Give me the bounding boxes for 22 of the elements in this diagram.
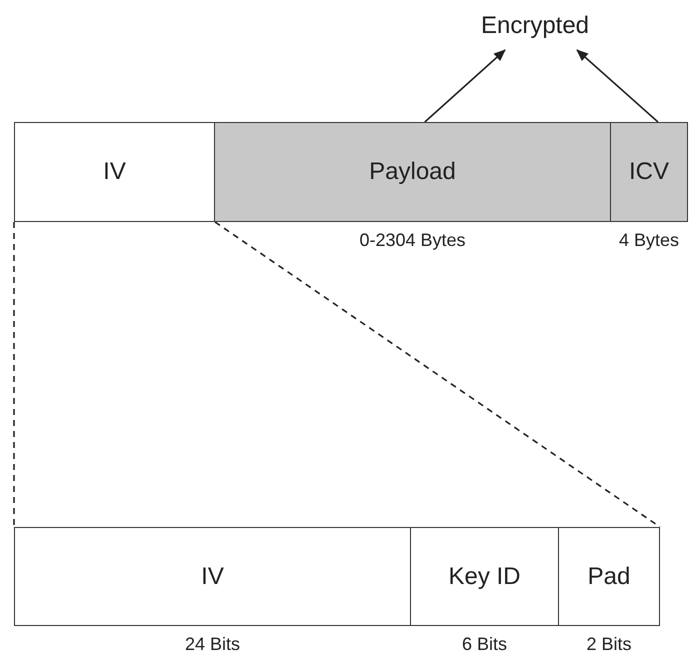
field-box: [14, 122, 215, 222]
field-name: Pad: [588, 562, 630, 590]
field-box: [14, 527, 411, 626]
field-box: [410, 527, 559, 626]
size-label: 2 Bits: [585, 634, 633, 655]
size-label: 4 Bytes: [618, 230, 680, 251]
field-box: [610, 122, 688, 222]
arrow: [424, 49, 506, 123]
size-label: 24 Bits: [184, 634, 242, 655]
field-box: [558, 527, 660, 626]
field-name: Payload: [369, 158, 456, 186]
expansion-line: [13, 222, 15, 527]
field-name: IV: [103, 158, 126, 186]
arrow: [576, 49, 658, 123]
size-label: 0-2304 Bytes: [358, 230, 467, 251]
field-name: IV: [201, 562, 224, 590]
field-name: Key ID: [448, 562, 521, 590]
size-label: 6 Bits: [460, 634, 508, 655]
field-name: ICV: [628, 158, 669, 186]
heading-label: Encrypted: [455, 8, 615, 44]
field-box: [214, 122, 611, 222]
expansion-line: [214, 221, 660, 528]
